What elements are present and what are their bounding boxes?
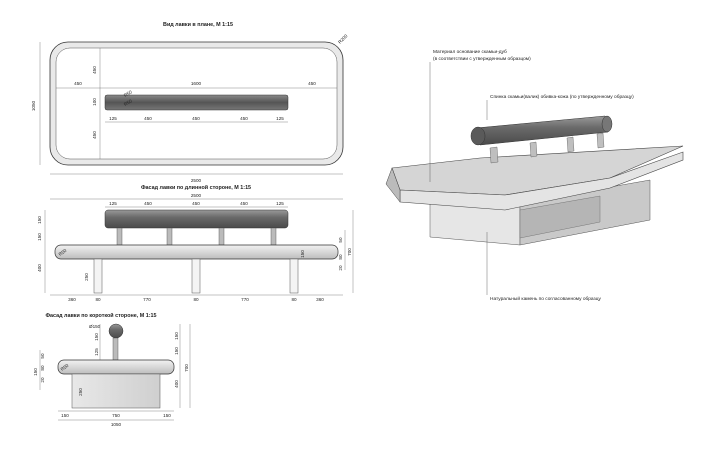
long-seat-radius: R50 xyxy=(58,248,68,257)
long-top-1: 450 xyxy=(144,201,152,206)
long-lv-1: 150 xyxy=(37,233,42,241)
plan-view: Вид лавки в плане, М 1:15 1050 2500 450 … xyxy=(31,22,349,183)
short-title: Фасад лавки по короткой стороне, М 1:15 xyxy=(45,312,156,319)
short-rv-3: 700 xyxy=(184,364,189,372)
short-lv-3: 150 xyxy=(33,368,38,376)
long-rv-1: 80 xyxy=(338,254,343,260)
plan-sub-0: 125 xyxy=(109,116,117,121)
long-b-5: 80 xyxy=(291,297,297,302)
short-lv-2: 20 xyxy=(40,377,45,383)
plan-dim-mid: 1600 xyxy=(191,81,202,86)
long-title: Фасад лавки по длинной стороне, М 1:15 xyxy=(141,184,251,191)
short-leg-h: 250 xyxy=(78,388,83,396)
long-post-h: 150 xyxy=(300,250,305,258)
note-stone: Натуральный камень по согласованному обр… xyxy=(490,295,601,302)
plan-dim-top: 450 xyxy=(92,66,97,74)
short-lv-0: 50 xyxy=(40,353,45,359)
long-top-4: 125 xyxy=(276,201,284,206)
long-post-1 xyxy=(116,227,123,246)
plan-dim-bar: 100 xyxy=(92,98,97,106)
plan-sub-3: 450 xyxy=(240,116,248,121)
short-backrest xyxy=(108,323,124,339)
short-post xyxy=(112,337,119,361)
long-top-0: 125 xyxy=(109,201,117,206)
long-backrest xyxy=(104,209,289,229)
short-mv-0: 150 xyxy=(94,333,99,341)
long-post-4 xyxy=(270,227,277,246)
short-mv-1: 125 xyxy=(94,348,99,356)
short-rv-1: 150 xyxy=(174,347,179,355)
long-b-1: 80 xyxy=(95,297,101,302)
long-b-0: 360 xyxy=(68,297,76,302)
short-seat xyxy=(57,359,175,375)
long-rv-0: 50 xyxy=(338,237,343,243)
note-material: Материал основание скамьи-дуб xyxy=(433,49,507,55)
long-b-6: 360 xyxy=(316,297,324,302)
long-top-3: 450 xyxy=(240,201,248,206)
plan-backrest xyxy=(104,94,289,111)
short-radius: R50 xyxy=(60,363,70,372)
long-post-3 xyxy=(218,227,225,246)
plan-title: Вид лавки в плане, М 1:15 xyxy=(163,22,233,28)
short-b-2: 150 xyxy=(163,413,171,418)
long-rv-2: 20 xyxy=(338,265,343,271)
plan-sub-2: 450 xyxy=(192,116,200,121)
long-lv-0: 150 xyxy=(37,216,42,224)
plan-r2: R50 xyxy=(123,98,133,107)
long-top-2: 450 xyxy=(192,201,200,206)
plan-dim-height: 1050 xyxy=(31,100,36,111)
long-leg-2 xyxy=(191,258,201,294)
plan-dim-width: 2500 xyxy=(191,178,202,183)
long-seat xyxy=(54,244,339,260)
long-rv-3: 700 xyxy=(347,248,352,256)
long-b-3: 80 xyxy=(193,297,199,302)
bench-3d-view xyxy=(385,115,684,246)
short-lv-1: 80 xyxy=(40,365,45,371)
long-leg-3 xyxy=(289,258,299,294)
long-b-2: 770 xyxy=(143,297,151,302)
short-rv-2: 400 xyxy=(174,380,179,388)
short-facade: Фасад лавки по короткой стороне, М 1:15 … xyxy=(33,312,191,427)
plan-sub-1: 450 xyxy=(144,116,152,121)
long-leg-1 xyxy=(93,258,103,294)
plan-sub-4: 125 xyxy=(276,116,284,121)
plan-dim-bot: 450 xyxy=(92,131,97,139)
long-dim-total: 2500 xyxy=(191,193,202,198)
short-b-1: 750 xyxy=(112,413,120,418)
long-leg-h: 250 xyxy=(84,273,89,281)
long-b-4: 770 xyxy=(241,297,249,302)
short-total: 1050 xyxy=(111,422,122,427)
short-b-0: 150 xyxy=(61,413,69,418)
long-lv-2: 400 xyxy=(37,264,42,272)
note-backrest: Спинка скамьи(валик) обивка-кожа (по утв… xyxy=(490,94,634,100)
plan-dim-left: 450 xyxy=(74,81,82,86)
short-rv-0: 150 xyxy=(174,332,179,340)
long-post-2 xyxy=(166,227,173,246)
short-base xyxy=(71,373,161,409)
short-phi: Ø150 xyxy=(89,324,101,329)
note-material-2: (в соответствии с утвержденным образцом) xyxy=(433,56,531,62)
plan-dim-right: 450 xyxy=(308,81,316,86)
plan-radius: R200 xyxy=(337,33,349,45)
long-facade: Фасад лавки по длинной стороне, М 1:15 2… xyxy=(37,184,354,302)
plan-r1: R50 xyxy=(123,89,133,98)
